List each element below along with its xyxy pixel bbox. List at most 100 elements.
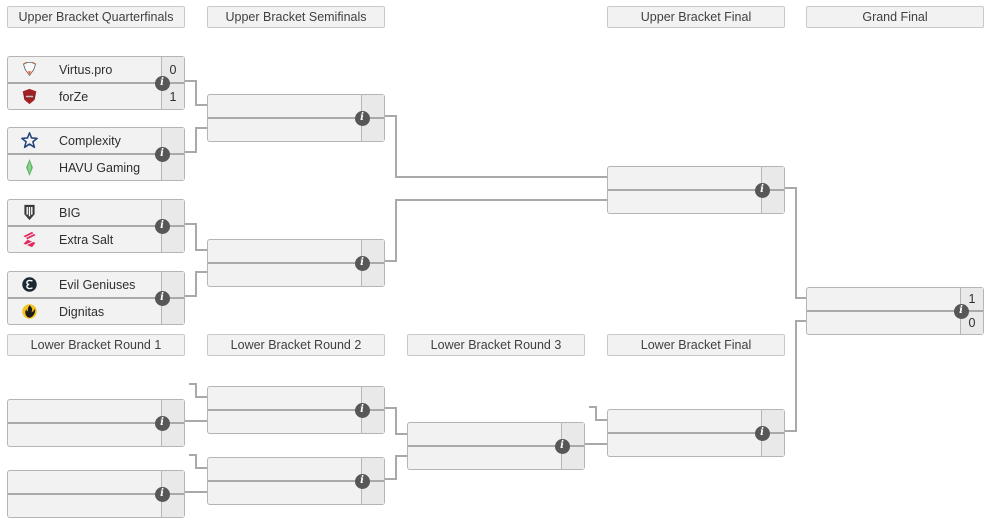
ub-qf-match-3: BIG Extra Salt i: [7, 199, 185, 253]
bracket-connector: [395, 199, 607, 201]
ub-qf-match-2: Complexity HAVU Gaming i: [7, 127, 185, 181]
team-row: HAVU Gaming: [8, 153, 184, 180]
team-name: Complexity: [59, 133, 121, 148]
loser-drop-connector: [595, 419, 607, 421]
bracket-connector: [795, 320, 797, 432]
team-score: [161, 200, 184, 225]
round-header-lb-round1: Lower Bracket Round 1: [7, 334, 185, 356]
team-name: forZe: [59, 89, 89, 104]
ub-qf-match-4: Evil Geniuses Dignitas i: [7, 271, 185, 325]
team-row: Evil Geniuses: [8, 272, 184, 297]
round-header-lb-final: Lower Bracket Final: [607, 334, 785, 356]
match-info-icon[interactable]: i: [154, 146, 170, 162]
bracket-connector: [185, 223, 197, 225]
extra-salt-logo: [23, 231, 36, 248]
team-row: Virtus.pro 0: [8, 57, 184, 82]
ub-qf-match-1: Virtus.pro 0 forZe 1 i: [7, 56, 185, 110]
round-header-lb-round2: Lower Bracket Round 2: [207, 334, 385, 356]
match-info-icon[interactable]: i: [554, 438, 570, 454]
ub-sf-match-1: i: [207, 94, 385, 142]
big-logo: [24, 204, 35, 221]
grand-final-match: 1 0 i: [806, 287, 984, 335]
team-score: [161, 155, 184, 180]
lb-r3-match: i: [407, 422, 585, 470]
match-info-icon[interactable]: i: [354, 402, 370, 418]
match-info-icon[interactable]: i: [354, 255, 370, 271]
loser-drop-connector: [189, 454, 197, 456]
bracket-connector: [795, 320, 806, 322]
bracket-connector: [385, 478, 397, 480]
match-info-icon[interactable]: i: [953, 303, 969, 319]
virtus-pro-logo: [22, 61, 37, 77]
team-row: BIG: [8, 200, 184, 225]
lb-r1-match-1: i: [7, 399, 185, 447]
match-info-icon[interactable]: i: [154, 218, 170, 234]
match-info-icon[interactable]: i: [754, 425, 770, 441]
match-info-icon[interactable]: i: [154, 75, 170, 91]
team-row: Extra Salt: [8, 225, 184, 252]
bracket-connector: [385, 115, 397, 117]
bracket-connector: [195, 127, 197, 153]
match-info-icon[interactable]: i: [154, 486, 170, 502]
match-info-icon[interactable]: i: [354, 110, 370, 126]
evil-geniuses-logo: [22, 277, 37, 292]
bracket-connector: [195, 271, 197, 297]
team-name: Evil Geniuses: [59, 277, 136, 292]
lb-final-match: i: [607, 409, 785, 457]
round-header-ub-quarterfinals: Upper Bracket Quarterfinals: [7, 6, 185, 28]
bracket-connector: [185, 420, 207, 422]
team-score: 1: [161, 84, 184, 109]
loser-drop-connector: [195, 383, 197, 398]
bracket-connector: [195, 223, 197, 251]
team-name: Dignitas: [59, 304, 105, 319]
match-info-icon[interactable]: i: [154, 290, 170, 306]
bracket-connector: [395, 455, 407, 457]
ub-sf-match-2: i: [207, 239, 385, 287]
round-header-grand-final: Grand Final: [806, 6, 984, 28]
round-header-lb-round3: Lower Bracket Round 3: [407, 334, 585, 356]
forze-logo: [22, 88, 37, 105]
round-header-ub-final: Upper Bracket Final: [607, 6, 785, 28]
bracket-connector: [195, 127, 207, 129]
bracket-connector: [195, 80, 197, 106]
bracket-connector: [385, 260, 397, 262]
bracket-connector: [195, 249, 207, 251]
bracket-connector: [395, 455, 397, 480]
bracket-connector: [395, 433, 407, 435]
bracket-connector: [185, 80, 197, 82]
bracket-connector: [785, 187, 797, 189]
team-name: Virtus.pro: [59, 62, 113, 77]
bracket-connector: [785, 430, 797, 432]
team-score: [161, 299, 184, 324]
bracket-connector: [385, 407, 397, 409]
bracket-connector: [395, 115, 397, 178]
loser-drop-connector: [189, 383, 197, 385]
bracket-connector: [195, 104, 207, 106]
round-header-ub-semifinals: Upper Bracket Semifinals: [207, 6, 385, 28]
bracket-connector: [395, 199, 397, 262]
team-name: BIG: [59, 205, 81, 220]
bracket-connector: [795, 187, 797, 299]
havu-gaming-logo: [26, 159, 33, 176]
loser-drop-connector: [195, 454, 197, 469]
loser-drop-connector: [195, 467, 207, 469]
team-name: Extra Salt: [59, 232, 114, 247]
bracket-connector: [795, 297, 806, 299]
complexity-logo: [21, 132, 38, 149]
dignitas-logo: [22, 304, 37, 319]
loser-drop-connector: [195, 396, 207, 398]
ub-final-match: i: [607, 166, 785, 214]
team-score: 0: [161, 57, 184, 82]
bracket-connector: [185, 491, 207, 493]
lb-r2-match-2: i: [207, 457, 385, 505]
lb-r2-match-1: i: [207, 386, 385, 434]
match-info-icon[interactable]: i: [354, 473, 370, 489]
bracket-connector: [395, 407, 397, 435]
match-info-icon[interactable]: i: [754, 182, 770, 198]
bracket-connector: [195, 271, 207, 273]
team-row: forZe 1: [8, 82, 184, 109]
match-info-icon[interactable]: i: [154, 415, 170, 431]
team-score: [161, 227, 184, 252]
bracket-connector: [585, 443, 607, 445]
